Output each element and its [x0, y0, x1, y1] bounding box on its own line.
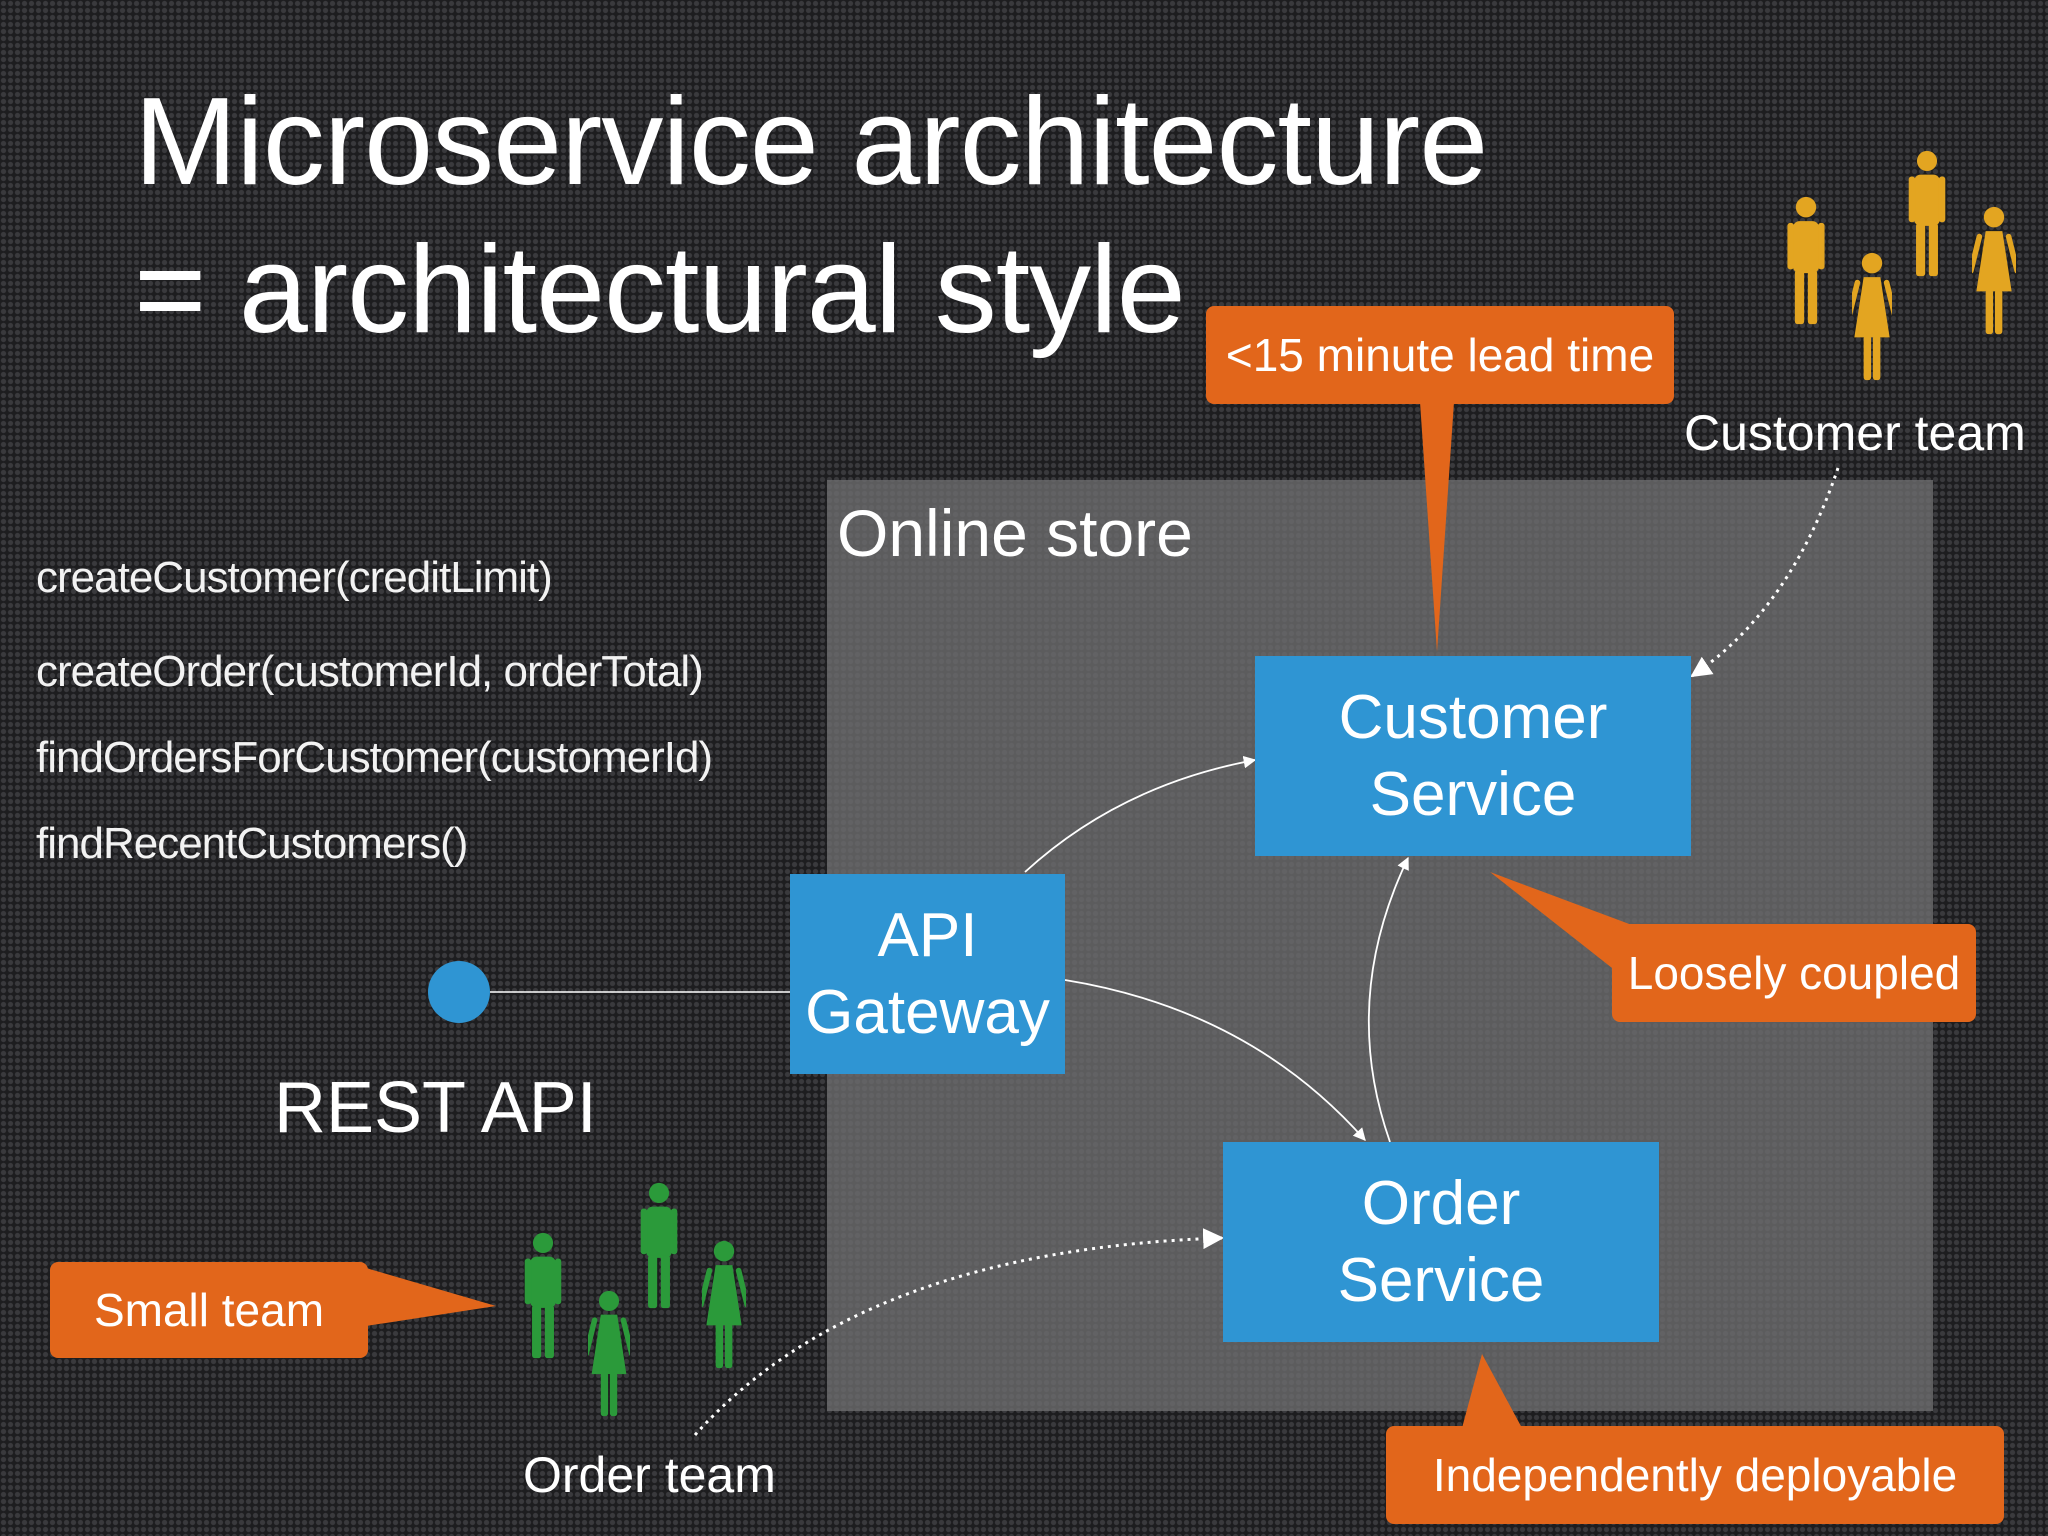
- customer-team-label: Customer team: [1684, 405, 2026, 461]
- arrow-api-to-customer: [1024, 755, 1257, 873]
- callout-lead-time: <15 minute lead time: [1206, 306, 1674, 404]
- api-gateway-label: API Gateway: [805, 900, 1050, 1048]
- callout-loosely-coupled: Loosely coupled: [1612, 924, 1976, 1022]
- operation-find-orders: findOrdersForCustomer(customerId): [36, 733, 713, 782]
- callout-pointer-loosely-coupled: [1490, 872, 1640, 990]
- operation-create-customer: createCustomer(creditLimit): [36, 553, 553, 602]
- arrow-order-to-customer: [1367, 856, 1409, 1143]
- rest-api-label: REST API: [274, 1068, 597, 1148]
- order-team-label: Order team: [523, 1447, 776, 1503]
- callout-small-team: Small team: [50, 1262, 368, 1358]
- order-service-box: Order Service: [1223, 1142, 1659, 1342]
- online-store-label: Online store: [837, 496, 1193, 570]
- title-line-1: Microservice architecture: [134, 73, 1488, 211]
- callout-independently-deployable: Independently deployable: [1386, 1426, 2004, 1524]
- api-gateway-box: API Gateway: [790, 874, 1065, 1074]
- customer-service-label: Customer Service: [1338, 682, 1608, 830]
- rest-api-endpoint-dot: [428, 961, 490, 1023]
- order-service-label: Order Service: [1337, 1168, 1545, 1316]
- operation-find-recent-customers: findRecentCustomers(): [36, 819, 468, 868]
- callout-pointer-deployable: [1462, 1354, 1522, 1428]
- callout-pointer-lead-time: [1420, 402, 1454, 652]
- arrow-customer-team-owns: [1690, 467, 1840, 678]
- customer-service-box: Customer Service: [1255, 656, 1691, 856]
- customer-team-icon: [1787, 150, 2016, 381]
- title-line-2: = architectural style: [134, 221, 1186, 359]
- callout-pointer-small-team: [366, 1268, 496, 1326]
- arrow-api-to-order: [1064, 979, 1366, 1141]
- operation-create-order: createOrder(customerId, orderTotal): [36, 647, 704, 696]
- order-team-icon: [524, 1182, 746, 1417]
- arrow-order-team-owns: [693, 1228, 1225, 1436]
